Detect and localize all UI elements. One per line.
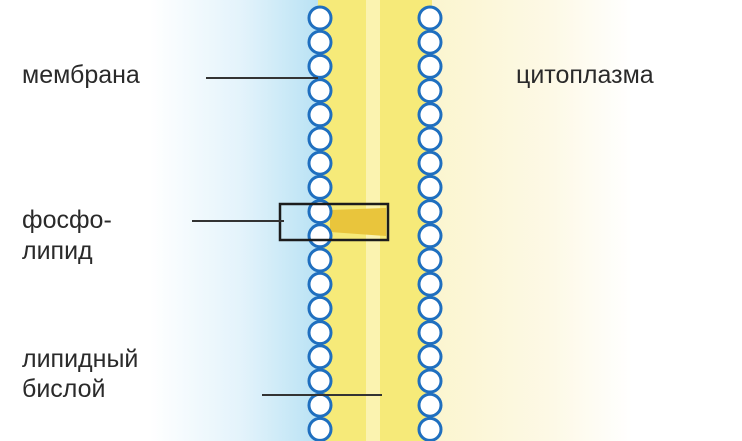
outer-head-circle — [309, 55, 331, 77]
inner-head-circle — [419, 249, 441, 271]
outer-head-circle — [309, 80, 331, 102]
inner-head-circle — [419, 273, 441, 295]
label-membrane: мембрана — [22, 60, 140, 90]
inner-head-circle — [419, 297, 441, 319]
inner-head-circle — [419, 128, 441, 150]
outer-head-circle — [309, 273, 331, 295]
outer-head-circle — [309, 370, 331, 392]
outer-head-circle — [309, 104, 331, 126]
inner-head-circle — [419, 225, 441, 247]
label-bilayer-line1: липидный — [22, 344, 138, 374]
label-phospholipid-line1: фосфо- — [22, 205, 112, 235]
label-phospholipid-line2: липид — [22, 236, 93, 266]
outer-head-circle — [309, 7, 331, 29]
inner-head-circle — [419, 176, 441, 198]
inner-head-circle — [419, 31, 441, 53]
outer-head-circle — [309, 418, 331, 440]
inner-head-circle — [419, 394, 441, 416]
inner-head-circle — [419, 201, 441, 223]
outer-head-circle — [309, 225, 331, 247]
label-cytoplasm: цитоплазма — [516, 60, 654, 90]
inner-head-circle — [419, 55, 441, 77]
outer-head-circle — [309, 346, 331, 368]
inner-head-circle — [419, 7, 441, 29]
outer-head-circle — [309, 31, 331, 53]
inner-head-circle — [419, 152, 441, 174]
inner-head-circle — [419, 418, 441, 440]
outer-head-circle — [309, 176, 331, 198]
outer-head-circle — [309, 152, 331, 174]
outer-head-circle — [309, 322, 331, 344]
inner-head-circle — [419, 80, 441, 102]
inner-head-circle — [419, 346, 441, 368]
outer-head-circle — [309, 128, 331, 150]
phospholipid-tail — [330, 208, 386, 236]
inner-head-circle — [419, 104, 441, 126]
label-bilayer-line2: бислой — [22, 374, 106, 404]
outer-head-circle — [309, 297, 331, 319]
inner-head-circle — [419, 370, 441, 392]
outer-head-circle — [309, 394, 331, 416]
inner-head-circle — [419, 322, 441, 344]
outer-head-circle — [309, 249, 331, 271]
